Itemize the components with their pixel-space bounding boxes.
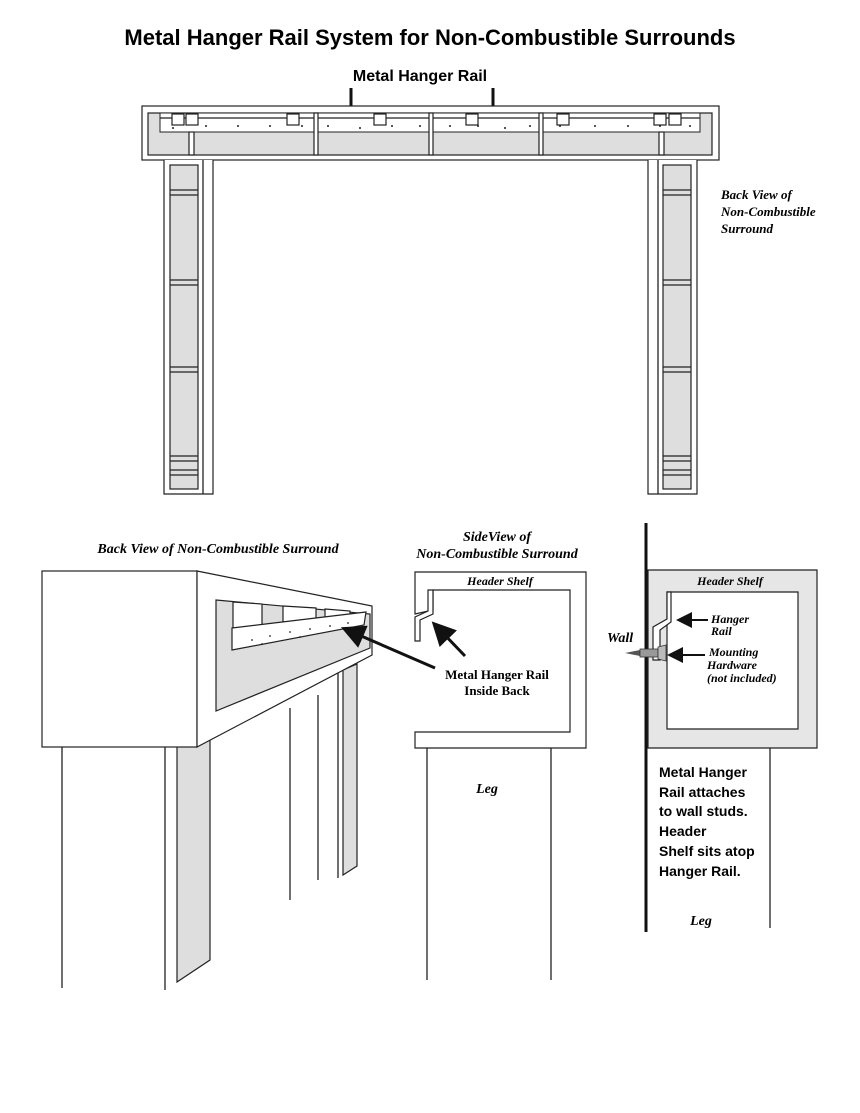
back-view-caption: Back View of Non-Combustible Surround [96, 542, 339, 557]
top-caption-line: Non-Combustible [720, 204, 816, 219]
leg-label: Leg [689, 914, 712, 929]
side-hanger-rail [414, 589, 434, 642]
back-view-perspective: Back View of Non-Combustible Surround [41, 542, 436, 990]
hardware-label: Mounting [708, 645, 758, 659]
screw-icon [625, 644, 667, 662]
side-caption-line: SideView of [463, 530, 532, 545]
hanger-rail-label: Hanger [710, 612, 749, 626]
side-caption-line: Non-Combustible Surround [415, 547, 578, 562]
rail-label: Metal Hanger Rail [353, 68, 487, 85]
hardware-label: Hardware [706, 658, 758, 672]
left-leg [163, 160, 214, 495]
note-line: Metal Hanger [659, 764, 747, 780]
note-line: Rail attaches [659, 784, 746, 800]
top-caption-line: Back View of [720, 187, 793, 202]
rail-pointer-arrow [340, 625, 436, 670]
perspective-hanger-rail [231, 611, 367, 651]
right-leg [647, 160, 698, 495]
inside-rail-arrow [431, 621, 467, 658]
side-view: SideView of Non-Combustible Surround Hea… [414, 530, 587, 980]
rail-inside-label: Metal Hanger Rail [445, 667, 549, 682]
header-shelf-label: Header Shelf [466, 574, 534, 588]
note-line: Header [659, 823, 707, 839]
wall-label: Wall [607, 631, 633, 646]
rail-inside-label: Inside Back [464, 683, 530, 698]
top-caption-line: Surround [721, 221, 774, 236]
top-back-view: Metal Hanger Rail [141, 68, 816, 495]
hardware-label: (not included) [707, 671, 777, 685]
leg-label: Leg [475, 782, 498, 797]
hanger-rail-label: Rail [710, 624, 732, 638]
wall-mount-view: Header Shelf Wall Hanger Rail Mounting H… [607, 523, 818, 932]
note-line: Shelf sits atop [659, 843, 755, 859]
note-line: to wall studs. [659, 803, 748, 819]
note-line: Hanger Rail. [659, 863, 741, 879]
page-title: Metal Hanger Rail System for Non-Combust… [124, 25, 735, 50]
header-shelf-profile [414, 571, 587, 749]
header-shelf-label: Header Shelf [696, 574, 764, 588]
wall-hanger-rail [652, 591, 672, 661]
